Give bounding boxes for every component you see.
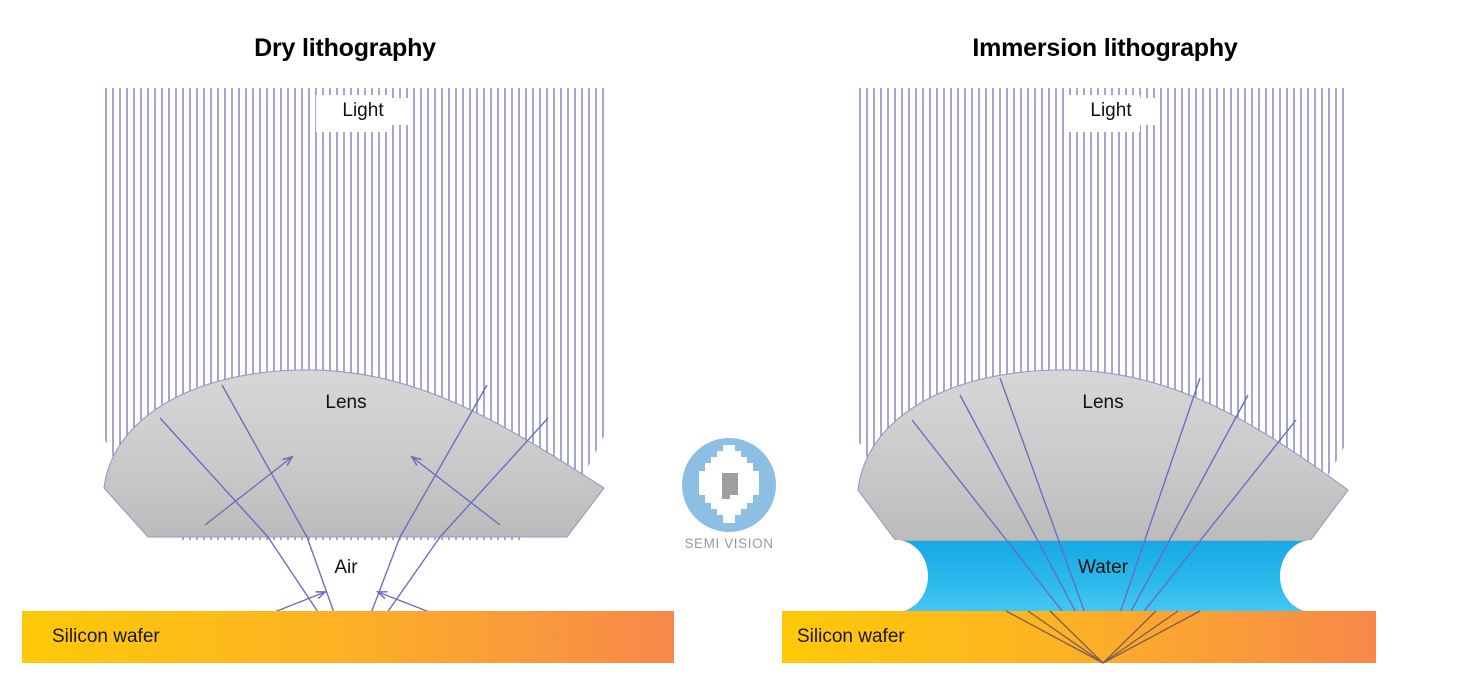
immersion-wafer-bar: [782, 611, 1376, 663]
dry-reflection-arrows: [204, 457, 501, 526]
immersion-wafer-label: Silicon wafer: [797, 626, 905, 647]
dry-wafer-label: Silicon wafer: [52, 626, 160, 647]
immersion-lens-shape: [857, 369, 1349, 542]
dry-lens-rays: [159, 384, 549, 538]
immersion-water-layer: [896, 541, 1310, 612]
immersion-wafer-rays: [1005, 610, 1201, 664]
semi-vision-logo: SEMI VISION: [663, 437, 795, 562]
dry-wafer-bar: [22, 611, 674, 663]
panel-title-immersion: Immersion lithography: [972, 34, 1238, 62]
water-notch-left: [864, 540, 928, 612]
dry-air-reflection-arrows: [271, 592, 433, 614]
panel-title-dry: Dry lithography: [254, 34, 436, 62]
water-notch-right: [1280, 540, 1344, 612]
wafer-mark-icon: [682, 438, 776, 532]
logo-caption: SEMI VISION: [684, 536, 774, 551]
logo-circle-icon: [681, 437, 777, 533]
dry-lens-shape: [103, 369, 605, 538]
